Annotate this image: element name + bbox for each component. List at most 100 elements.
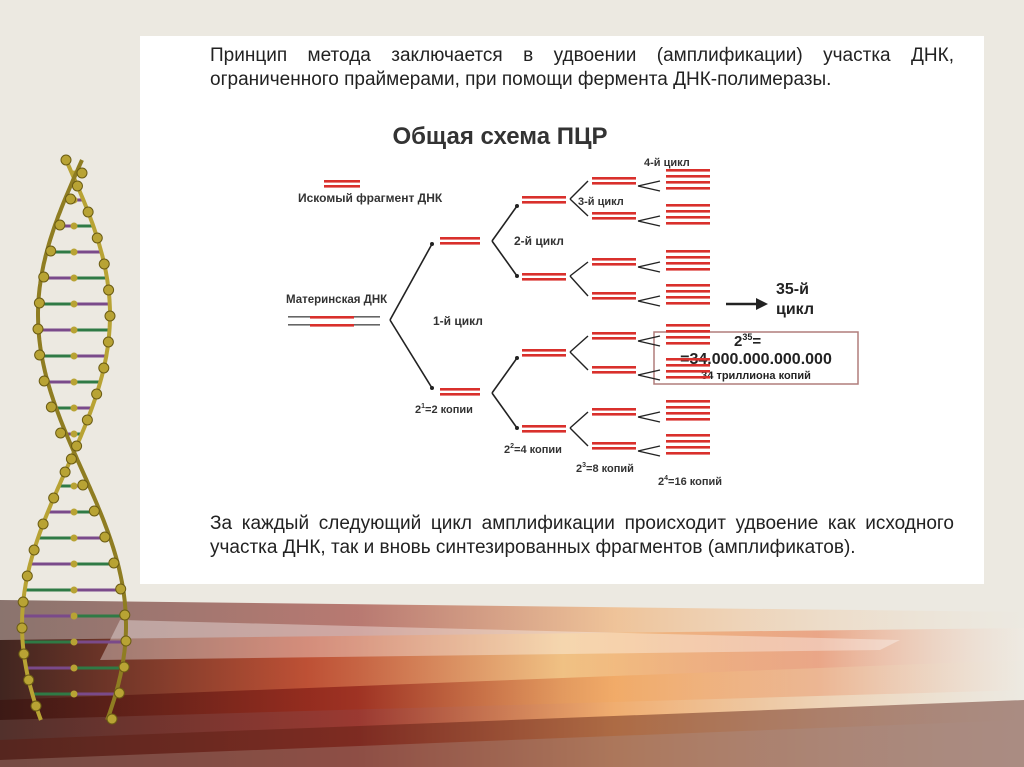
result-value: =34.000.000.000.000 <box>680 351 832 368</box>
copies-2-label: 21=2 копии <box>415 403 473 416</box>
content-card: Общая схема ПЦР Искомый фрагмент ДНК Мат… <box>140 36 984 584</box>
fragment-cycle-4 <box>666 412 710 415</box>
fragment-cycle-4 <box>666 418 710 421</box>
branch-dot <box>430 386 434 390</box>
fragment-cycle-4 <box>666 290 710 293</box>
helix-node <box>38 271 50 283</box>
helix-node <box>33 297 45 309</box>
fork-line <box>637 416 661 423</box>
fork-line <box>569 198 589 217</box>
fragment-cycle-1 <box>440 237 480 240</box>
helix-node <box>34 349 46 361</box>
helix-node <box>30 700 42 712</box>
helix-backbone <box>20 159 112 721</box>
fragment-cycle-3 <box>592 182 636 185</box>
helix-bead <box>70 508 78 516</box>
helix-node <box>104 310 116 322</box>
fragment-cycle-4 <box>666 250 710 253</box>
helix-node <box>23 674 35 686</box>
fragment-cycle-1 <box>440 393 480 396</box>
copies-16-label: 24=16 копий <box>658 475 722 488</box>
branch-dot <box>430 242 434 246</box>
cycle-2-label: 2-й цикл <box>514 234 564 248</box>
helix-node <box>71 180 83 192</box>
fragment-cycle-4 <box>666 256 710 259</box>
helix-node <box>118 661 130 673</box>
helix-node <box>106 713 118 725</box>
fragment-cycle-4 <box>666 342 710 345</box>
helix-bead <box>70 664 78 672</box>
helix-node <box>45 401 57 413</box>
helix-node <box>82 206 94 218</box>
fork-line <box>569 261 589 277</box>
fragment-cycle-3 <box>592 297 636 300</box>
fork-line <box>569 275 589 297</box>
fragment-cycle-3 <box>592 212 636 215</box>
helix-node <box>115 583 127 595</box>
branch-line <box>389 243 433 321</box>
branch-line <box>491 205 518 242</box>
fork-line <box>637 369 661 376</box>
fragment-cycle-2 <box>522 196 566 199</box>
fork-line <box>637 300 661 307</box>
helix-node <box>120 635 132 647</box>
helix-bead <box>70 352 78 360</box>
fragment-cycle-3 <box>592 263 636 266</box>
fork-line <box>569 351 589 371</box>
fragment-cycle-4 <box>666 175 710 178</box>
helix-bead <box>70 638 78 646</box>
helix-node <box>38 375 50 387</box>
helix-node <box>81 414 93 426</box>
fragment-cycle-4 <box>666 336 710 339</box>
fork-line <box>637 340 661 347</box>
helix-node <box>65 193 77 205</box>
helix-node <box>76 167 88 179</box>
fragment-cycle-4 <box>666 284 710 287</box>
fragment-cycle-4 <box>666 400 710 403</box>
helix-node <box>48 492 60 504</box>
fragment-cycle-3 <box>592 371 636 374</box>
fragment-cycle-4 <box>666 210 710 213</box>
helix-bead <box>70 482 78 490</box>
fork-line <box>637 335 661 342</box>
helix-node <box>21 570 33 582</box>
fork-line <box>637 374 661 381</box>
fragment-cycle-4 <box>666 187 710 190</box>
helix-node <box>28 544 40 556</box>
branch-dot <box>515 356 519 360</box>
helix-node <box>17 596 29 608</box>
fragment-cycle-4 <box>666 446 710 449</box>
helix-bead <box>70 274 78 282</box>
branch-dot <box>515 426 519 430</box>
final-cycle-label-line1: 35-й <box>776 281 809 298</box>
fragment-cycle-3 <box>592 258 636 261</box>
fragment-cycle-4 <box>666 330 710 333</box>
helix-bead <box>70 430 78 438</box>
helix-bead <box>70 560 78 568</box>
helix-bead <box>70 612 78 620</box>
helix-node <box>102 336 114 348</box>
fragment-cycle-3 <box>592 408 636 411</box>
fragment-cycle-3 <box>592 413 636 416</box>
fork-line <box>637 180 661 187</box>
fragment-cycle-4 <box>666 406 710 409</box>
helix-node <box>59 466 71 478</box>
fragment-cycle-2 <box>522 278 566 281</box>
fragment-cycle-1 <box>440 388 480 391</box>
cycle-4-label: 4-й цикл <box>644 157 690 169</box>
result-caption: 34 триллиона копий <box>701 370 811 382</box>
fragment-cycle-3 <box>592 332 636 335</box>
fragment-cycle-4 <box>666 376 710 379</box>
fragment-cycle-2 <box>522 273 566 276</box>
fork-line <box>569 411 589 429</box>
legend-label: Искомый фрагмент ДНК <box>298 191 443 205</box>
arrow-head <box>756 298 768 310</box>
cycle-1-label: 1-й цикл <box>433 314 483 328</box>
fragment-cycle-4 <box>666 169 710 172</box>
fork-line <box>637 261 661 268</box>
helix-node <box>60 154 72 166</box>
fork-line <box>637 266 661 273</box>
helix-node <box>103 284 115 296</box>
helix-node <box>91 232 103 244</box>
